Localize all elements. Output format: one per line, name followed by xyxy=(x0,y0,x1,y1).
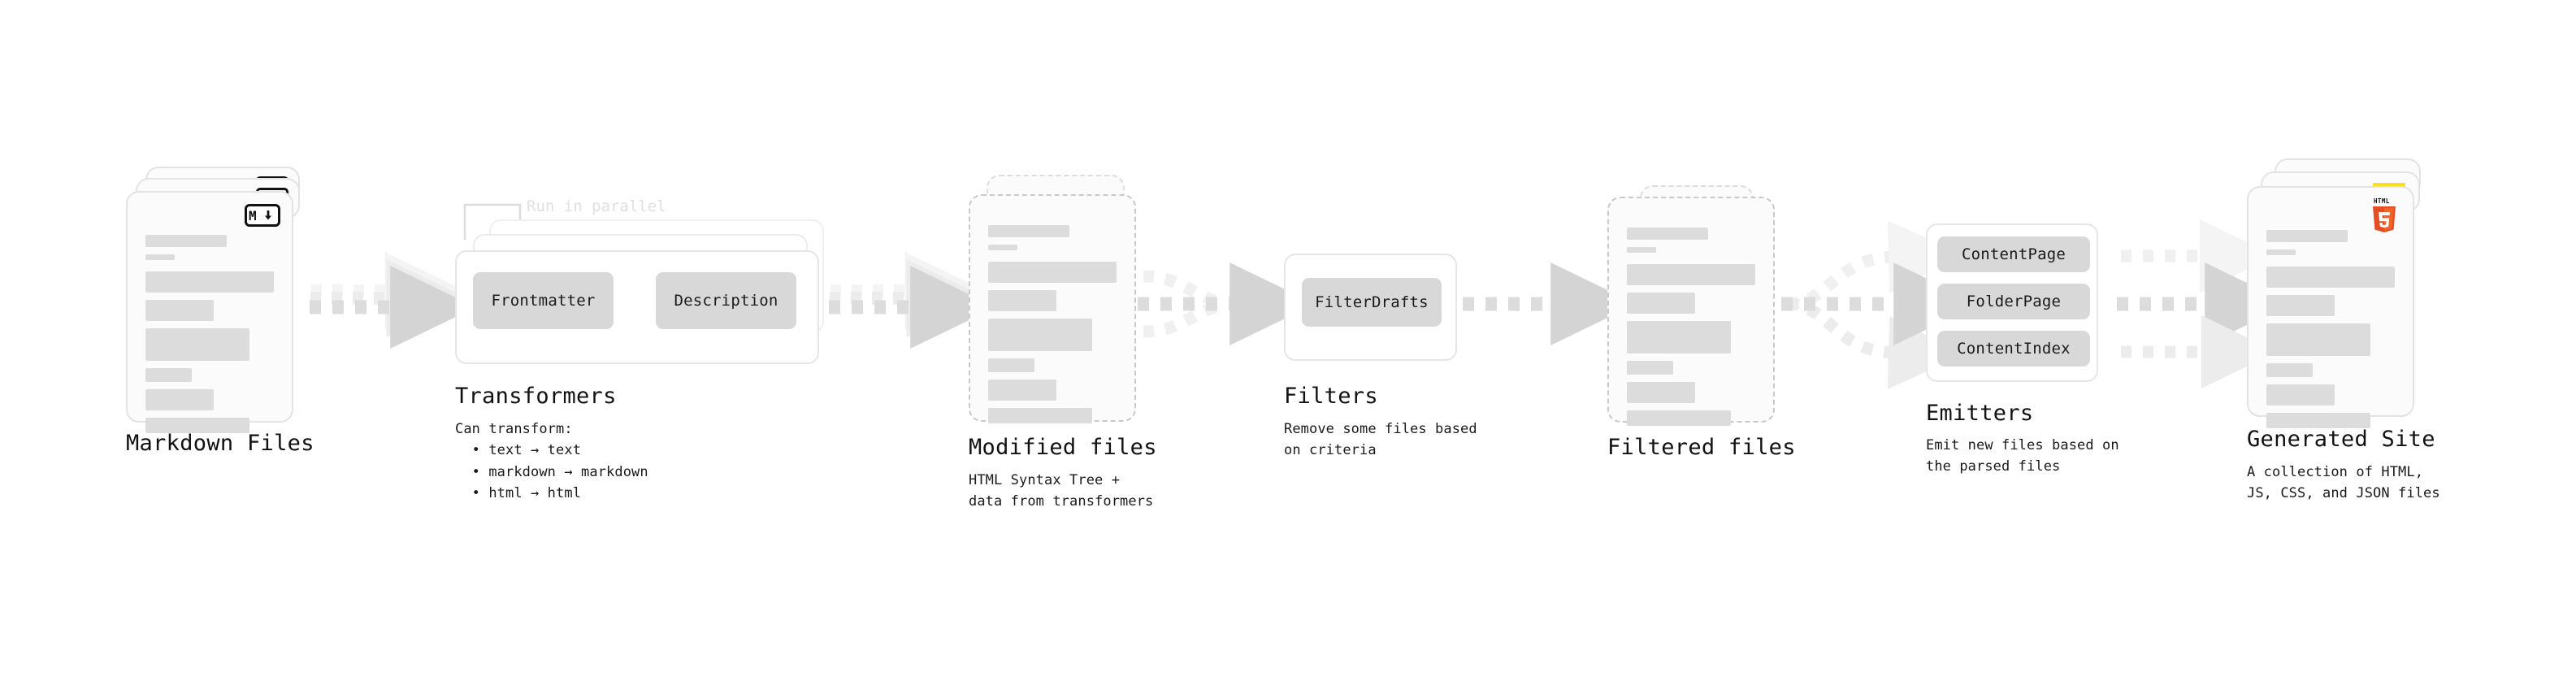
chip-label: Description xyxy=(674,292,778,310)
skeleton-bar xyxy=(145,300,214,321)
skeleton-bar xyxy=(2266,413,2370,428)
markdown-badge-icon: M xyxy=(245,204,280,227)
chip-label: FilterDrafts xyxy=(1315,293,1429,311)
filters-box: FilterDrafts xyxy=(1284,254,1457,361)
markdown-file-stack: M M M xyxy=(126,167,313,433)
chip-contentpage[interactable]: ContentPage xyxy=(1937,236,2090,272)
skeleton-bar xyxy=(145,368,192,382)
stage-title-markdown-files: Markdown Files xyxy=(126,431,314,456)
stage-generated-site: CSS HTML xyxy=(2247,158,2442,428)
stage-subtitle-transformers: Can transform: • text → text • markdown … xyxy=(455,421,648,502)
chip-description[interactable]: Description xyxy=(656,272,796,329)
connector-modified-to-filters xyxy=(1138,262,1316,345)
skeleton-bar xyxy=(988,408,1092,423)
skeleton-bar xyxy=(988,319,1092,351)
skeleton-bar xyxy=(988,290,1056,311)
skeleton-bar xyxy=(988,380,1056,401)
chip-contentindex[interactable]: ContentIndex xyxy=(1937,331,2090,367)
site-card-front: HTML xyxy=(2247,186,2414,428)
stage-subtitle-emitters: Emit new files based on the parsed files xyxy=(1926,437,2119,475)
stage-modified-files xyxy=(969,175,1147,427)
site-skeleton xyxy=(2266,230,2395,436)
skeleton-bar xyxy=(2266,323,2370,356)
connector-transformers-to-modified xyxy=(829,252,996,349)
modified-skeleton xyxy=(988,225,1117,431)
skeleton-bar xyxy=(1627,361,1673,375)
stage-subtitle-filters: Remove some files based on criteria xyxy=(1284,421,1477,459)
chip-filterdrafts[interactable]: FilterDrafts xyxy=(1302,278,1442,327)
svg-text:HTML: HTML xyxy=(2374,197,2390,205)
chip-label: Frontmatter xyxy=(491,292,596,310)
skeleton-bar xyxy=(988,358,1034,372)
connector-markdown-to-transformers xyxy=(310,252,476,349)
connector-emitters-to-site xyxy=(2117,219,2291,388)
skeleton-bar xyxy=(1627,382,1695,403)
skeleton-bar xyxy=(1627,293,1695,314)
skeleton-bar xyxy=(2266,267,2395,288)
skeleton-bar xyxy=(145,418,249,433)
stage-title-emitters: Emitters xyxy=(1926,401,2034,426)
stage-subtitle-generated-site: A collection of HTML, JS, CSS, and JSON … xyxy=(2247,464,2440,502)
filtered-card-front xyxy=(1607,197,1775,426)
emitters-box: ContentPage FolderPage ContentIndex xyxy=(1926,223,2098,382)
skeleton-bar xyxy=(2266,384,2335,406)
skeleton-bar xyxy=(1627,321,1731,354)
skeleton-bar xyxy=(145,271,274,293)
skeleton-bar xyxy=(145,328,249,361)
skeleton-bar xyxy=(1627,264,1755,285)
skeleton-bar xyxy=(2266,249,2296,255)
chip-label: ContentPage xyxy=(1961,245,2066,263)
stage-markdown-files: M M M xyxy=(126,167,313,433)
skeleton-bar xyxy=(2266,363,2313,377)
run-in-parallel-label: Run in parallel xyxy=(527,197,666,215)
skeleton-bar xyxy=(1627,228,1708,240)
chip-label: FolderPage xyxy=(1966,293,2062,310)
chip-label: ContentIndex xyxy=(1957,340,2071,358)
stage-title-transformers: Transformers xyxy=(455,384,617,409)
filtered-skeleton xyxy=(1627,228,1755,433)
chip-frontmatter[interactable]: Frontmatter xyxy=(473,272,614,329)
stage-subtitle-modified-files: HTML Syntax Tree + data from transformer… xyxy=(969,472,1154,510)
skeleton-bar xyxy=(1627,410,1731,426)
markdown-skeleton xyxy=(145,235,274,440)
connector-filtered-to-emitters xyxy=(1781,220,1980,389)
skeleton-bar xyxy=(145,389,214,410)
stage-title-filters: Filters xyxy=(1284,384,1378,409)
skeleton-bar xyxy=(145,235,227,247)
stage-title-filtered-files: Filtered files xyxy=(1607,435,1796,460)
transformer-box-front: Frontmatter Description xyxy=(455,250,819,364)
markdown-card-front: M xyxy=(126,191,293,433)
stage-filtered-files xyxy=(1607,185,1786,429)
skeleton-bar xyxy=(2266,295,2335,316)
stage-title-modified-files: Modified files xyxy=(969,435,1157,460)
svg-text:M: M xyxy=(249,209,257,223)
skeleton-bar xyxy=(1627,247,1657,253)
skeleton-bar xyxy=(145,254,176,260)
modified-card-front xyxy=(969,194,1136,423)
html5-badge-icon: HTML xyxy=(2367,196,2401,235)
skeleton-bar xyxy=(988,225,1069,237)
stage-title-generated-site: Generated Site xyxy=(2247,427,2435,452)
skeleton-bar xyxy=(988,262,1117,283)
chip-folderpage[interactable]: FolderPage xyxy=(1937,284,2090,319)
stage-transformers: x x x x Frontmatter Description xyxy=(455,219,837,366)
skeleton-bar xyxy=(988,245,1018,250)
skeleton-bar xyxy=(2266,230,2348,242)
